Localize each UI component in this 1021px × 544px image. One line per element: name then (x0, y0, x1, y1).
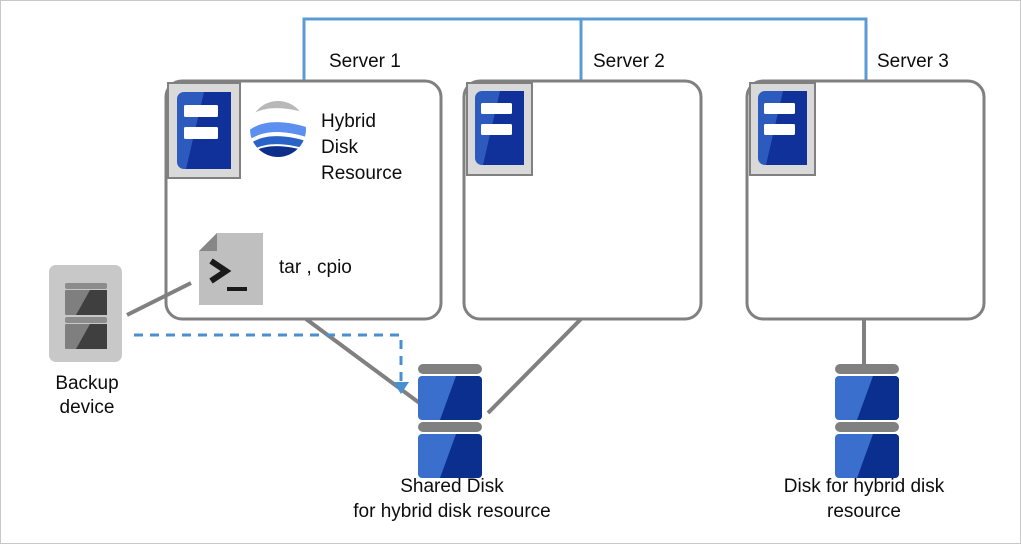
hybrid-disk-resource-label-line1: Hybrid (321, 111, 376, 132)
script-label: tar , cpio (279, 257, 352, 278)
shared-disk-icon (418, 364, 482, 478)
shared-disk-label-line2: for hybrid disk resource (353, 501, 550, 522)
server-2-icon (466, 82, 533, 176)
server-2-label: Server 2 (593, 51, 665, 72)
server-3-label: Server 3 (877, 51, 949, 72)
backup-device-label-line1: Backup (55, 373, 118, 394)
shared-disk-label-line1: Shared Disk (400, 476, 504, 497)
hybrid-disk-resource-label-line2: Disk (321, 137, 358, 158)
server2-shared-disk-link (486, 317, 583, 415)
server-1-icon (167, 82, 241, 179)
hybrid-disk-resource-globe-icon (250, 101, 306, 157)
hybrid-disk-label-line2: resource (827, 501, 901, 522)
server-3-icon (749, 82, 816, 176)
hybrid-disk-icon (835, 364, 899, 478)
backup-device-link (126, 281, 192, 317)
backup-device-label-line2: device (60, 397, 115, 418)
server1-shared-disk-link (304, 317, 435, 415)
hybrid-disk-label-line1: Disk for hybrid disk (784, 476, 945, 497)
backup-data-flow-arrow (134, 333, 409, 394)
server-1-label: Server 1 (329, 51, 401, 72)
server-interconnect-bus (302, 17, 868, 81)
hybrid-disk-resource-label-line3: Resource (321, 163, 402, 184)
backup-device-icon (49, 265, 122, 362)
script-file-icon (199, 233, 263, 305)
